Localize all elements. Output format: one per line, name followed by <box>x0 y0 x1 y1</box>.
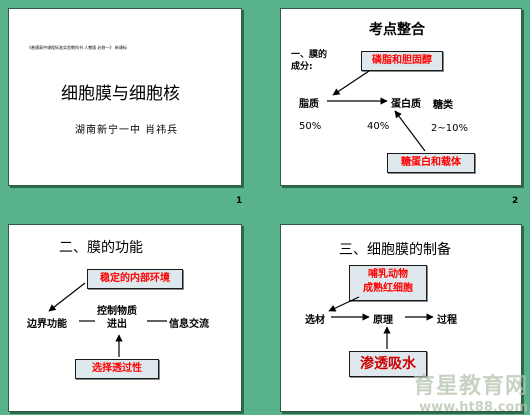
chain-item-sugar: 糖类 <box>433 100 453 111</box>
percent-protein: 40% <box>367 121 390 132</box>
watermark-line-2: www.ht88.com <box>419 400 528 415</box>
site-watermark: 育星教育网 www.ht88.com <box>413 368 528 415</box>
chain-item-protein: 蛋白质 <box>391 99 421 110</box>
slide-2-phospholipid-box: 磷脂和胆固醇 <box>361 51 443 71</box>
slide-3-boundary: 边界功能 <box>27 319 67 330</box>
slide-2-section-label: 一、膜的 成分: <box>291 50 328 72</box>
slide-1[interactable]: 《普通高中课程标准实验教科书 人教版 必修一》 新课标 细胞膜与细胞核 湖南新宁… <box>8 8 242 186</box>
slide-2[interactable]: 考点整合 一、膜的 成分: 磷脂和胆固醇 脂质 蛋白质 糖类 50% 40% 2… <box>280 8 522 186</box>
slide-4-osmosis-box: 渗透吸水 <box>349 351 427 377</box>
slide-4-arrows <box>328 296 434 349</box>
slide-2-title: 考点整合 <box>369 22 425 38</box>
slide-2-glycoprotein-box: 糖蛋白和载体 <box>387 153 475 173</box>
slide-2-arrows <box>327 70 426 152</box>
percent-lipid: 50% <box>299 121 322 132</box>
slide-1-subtitle: 湖南新宁一中 肖祎兵 <box>75 125 179 136</box>
chain-item-process: 过程 <box>437 315 457 326</box>
slide-3-info-exchange: 信息交流 <box>169 319 209 330</box>
slide-4-rbc-box: 哺乳动物 成熟红细胞 <box>349 265 427 301</box>
slide-4-title: 三、细胞膜的制备 <box>339 242 451 258</box>
slide-3-arrows <box>48 282 167 357</box>
slide-2-page-number: 2 <box>512 196 519 206</box>
slide-1-small-text: 《普通高中课程标准实验教科书 人教版 必修一》 新课标 <box>27 45 127 50</box>
slide-1-page-number: 1 <box>236 196 243 206</box>
chain-item-principle: 原理 <box>373 315 393 326</box>
slide-3-selective-box: 选择透过性 <box>75 359 159 379</box>
slide-3-title: 二、膜的功能 <box>59 240 143 256</box>
chain-item-lipid: 脂质 <box>299 99 319 110</box>
slide-1-title: 细胞膜与细胞核 <box>61 84 180 104</box>
slide-3-control: 控制物质 进出 <box>97 306 137 330</box>
chain-item-material: 选材 <box>305 315 325 326</box>
slide-4[interactable]: 三、细胞膜的制备 哺乳动物 成熟红细胞 选材 原理 过程 渗透吸水 <box>280 224 522 412</box>
watermark-line-1: 育星教育网 <box>412 374 528 399</box>
slide-3-stable-env-box: 稳定的内部环境 <box>87 269 183 289</box>
slide-3[interactable]: 二、膜的功能 稳定的内部环境 边界功能 控制物质 进出 信息交流 选择透过性 <box>8 224 242 412</box>
percent-sugar: 2~10% <box>431 123 468 134</box>
